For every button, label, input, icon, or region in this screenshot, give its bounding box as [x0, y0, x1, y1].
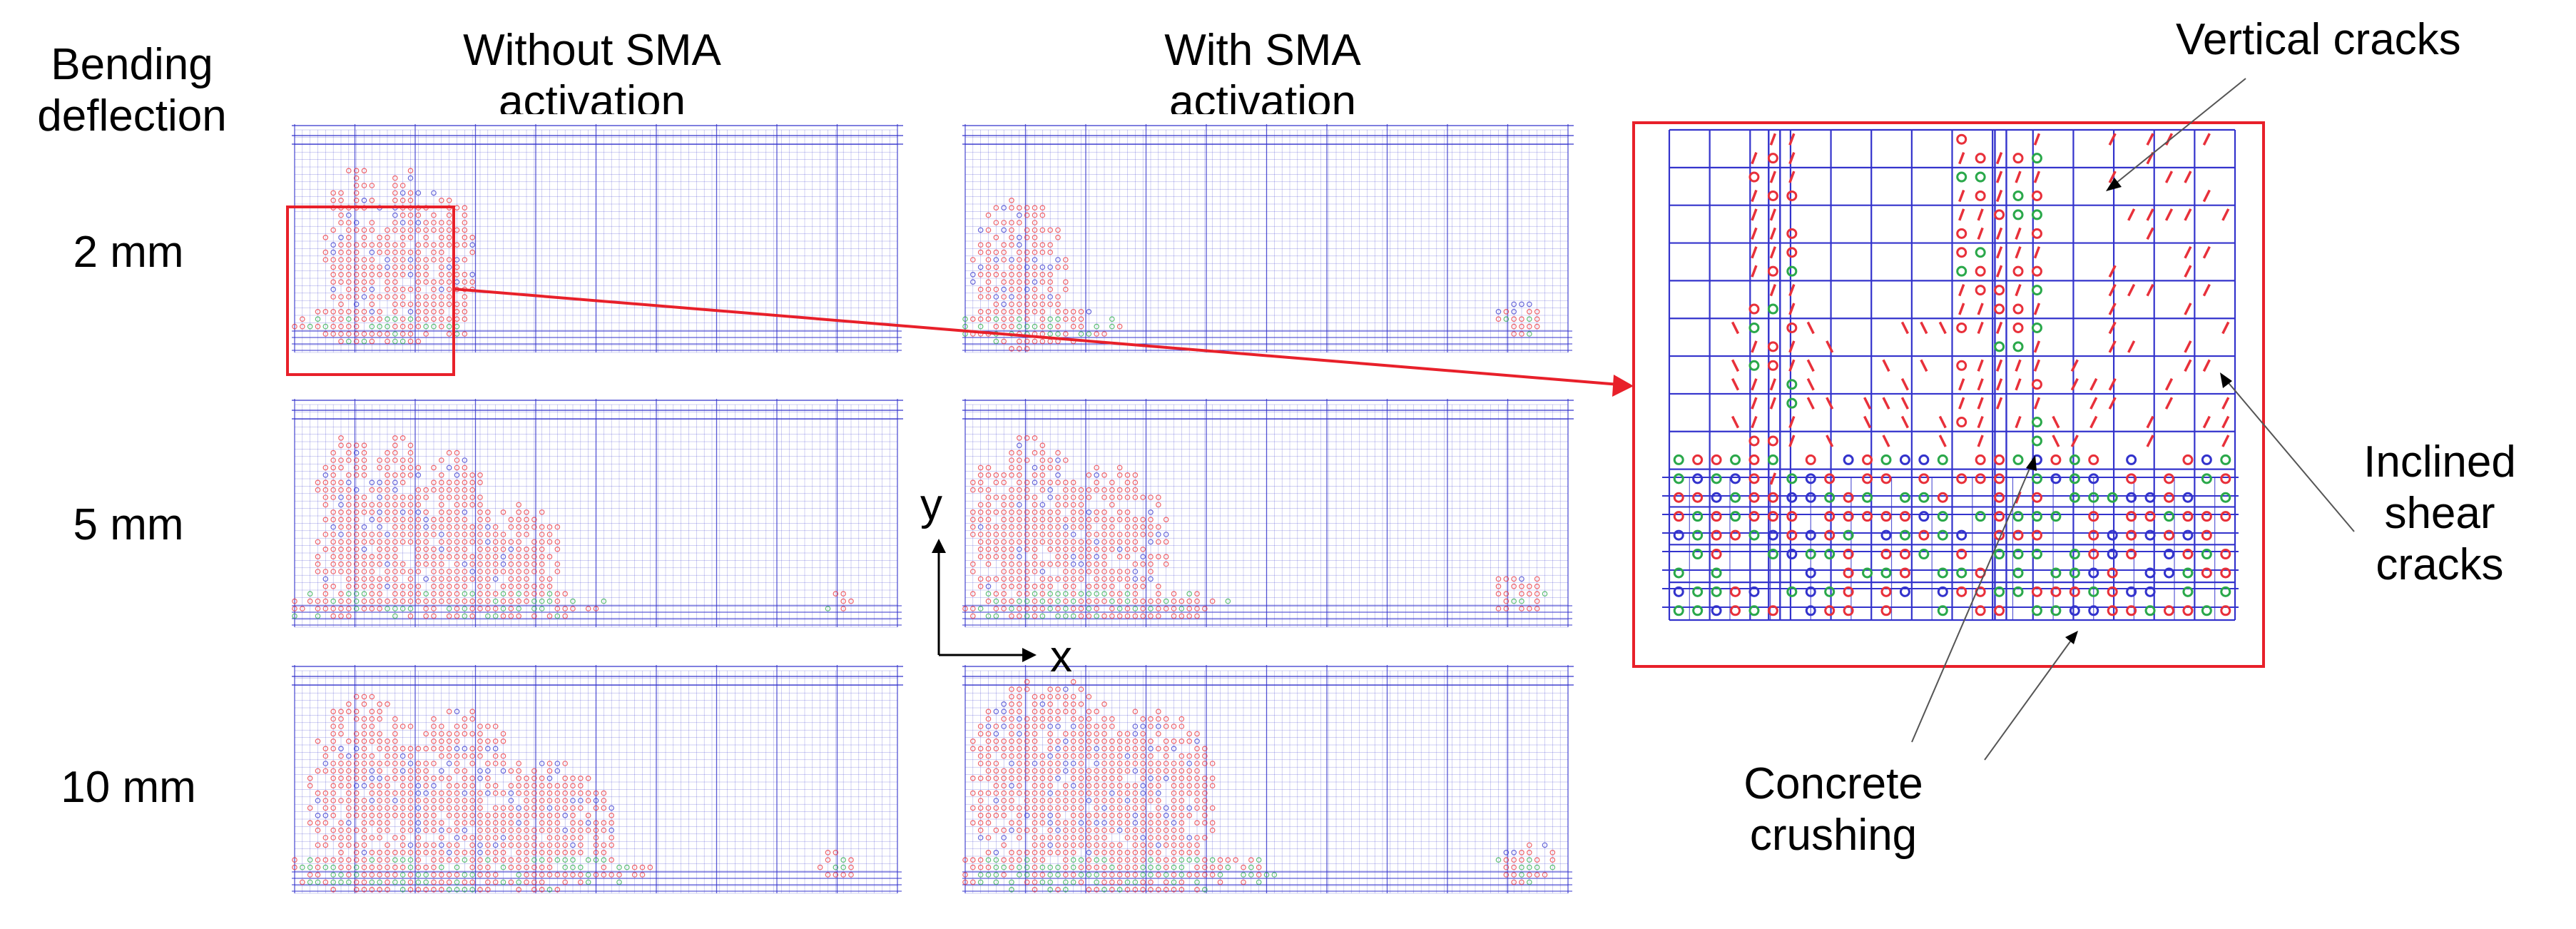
pointer-inclined-shear-cracks-head — [2220, 372, 2232, 388]
beam-panel-without-5mm — [289, 389, 906, 639]
zoom-detail-panel — [1634, 123, 2264, 666]
row-label-5mm: 5 mm — [73, 500, 184, 549]
beam-mesh-drawing — [292, 665, 903, 894]
beam-panel-with-5mm — [959, 389, 1577, 639]
pointer-concrete-crushing-2-head — [2065, 631, 2078, 644]
zoom-source-highlight-box — [286, 205, 455, 376]
beam-mesh-drawing — [292, 399, 903, 628]
beam-mesh-drawing — [962, 124, 1574, 353]
annotation-concrete-crushing: Concrete crushing — [1743, 759, 1923, 860]
row-header-bending-deflection: Bending deflection — [37, 40, 227, 141]
annotation-vertical-cracks: Vertical cracks — [2176, 15, 2461, 64]
pointer-vertical-cracks — [2112, 78, 2246, 186]
beam-mesh-drawing — [292, 124, 903, 353]
pointer-concrete-crushing-2 — [1984, 638, 2073, 761]
zoom-connector-arrow — [453, 288, 1629, 390]
x-axis-label: x — [1050, 632, 1072, 681]
pointer-inclined-shear-cracks — [2225, 379, 2355, 532]
pointer-concrete-crushing-1-head — [2026, 455, 2037, 471]
annotation-inclined-shear-cracks: Inclined shear cracks — [2363, 437, 2516, 589]
beam-mesh-drawing — [962, 399, 1574, 628]
pointer-concrete-crushing-1 — [1911, 463, 2032, 743]
beam-panel-with-10mm — [959, 655, 1577, 905]
row-label-10mm: 10 mm — [61, 763, 196, 812]
beam-mesh-drawing — [962, 665, 1574, 894]
row-label-2mm: 2 mm — [73, 228, 184, 277]
beam-panel-without-2mm — [289, 114, 906, 364]
y-axis-arrowhead — [932, 539, 946, 553]
zoom-detail-drawing — [1662, 128, 2239, 621]
x-axis-arrowhead — [1022, 648, 1037, 662]
zoom-panel-frame — [1632, 121, 2265, 668]
y-axis-label: y — [920, 480, 942, 529]
beam-panel-with-2mm — [959, 114, 1577, 364]
beam-panel-without-10mm — [289, 655, 906, 905]
zoom-connector-arrowhead — [1612, 375, 1634, 397]
pointer-vertical-cracks-head — [2106, 178, 2122, 191]
